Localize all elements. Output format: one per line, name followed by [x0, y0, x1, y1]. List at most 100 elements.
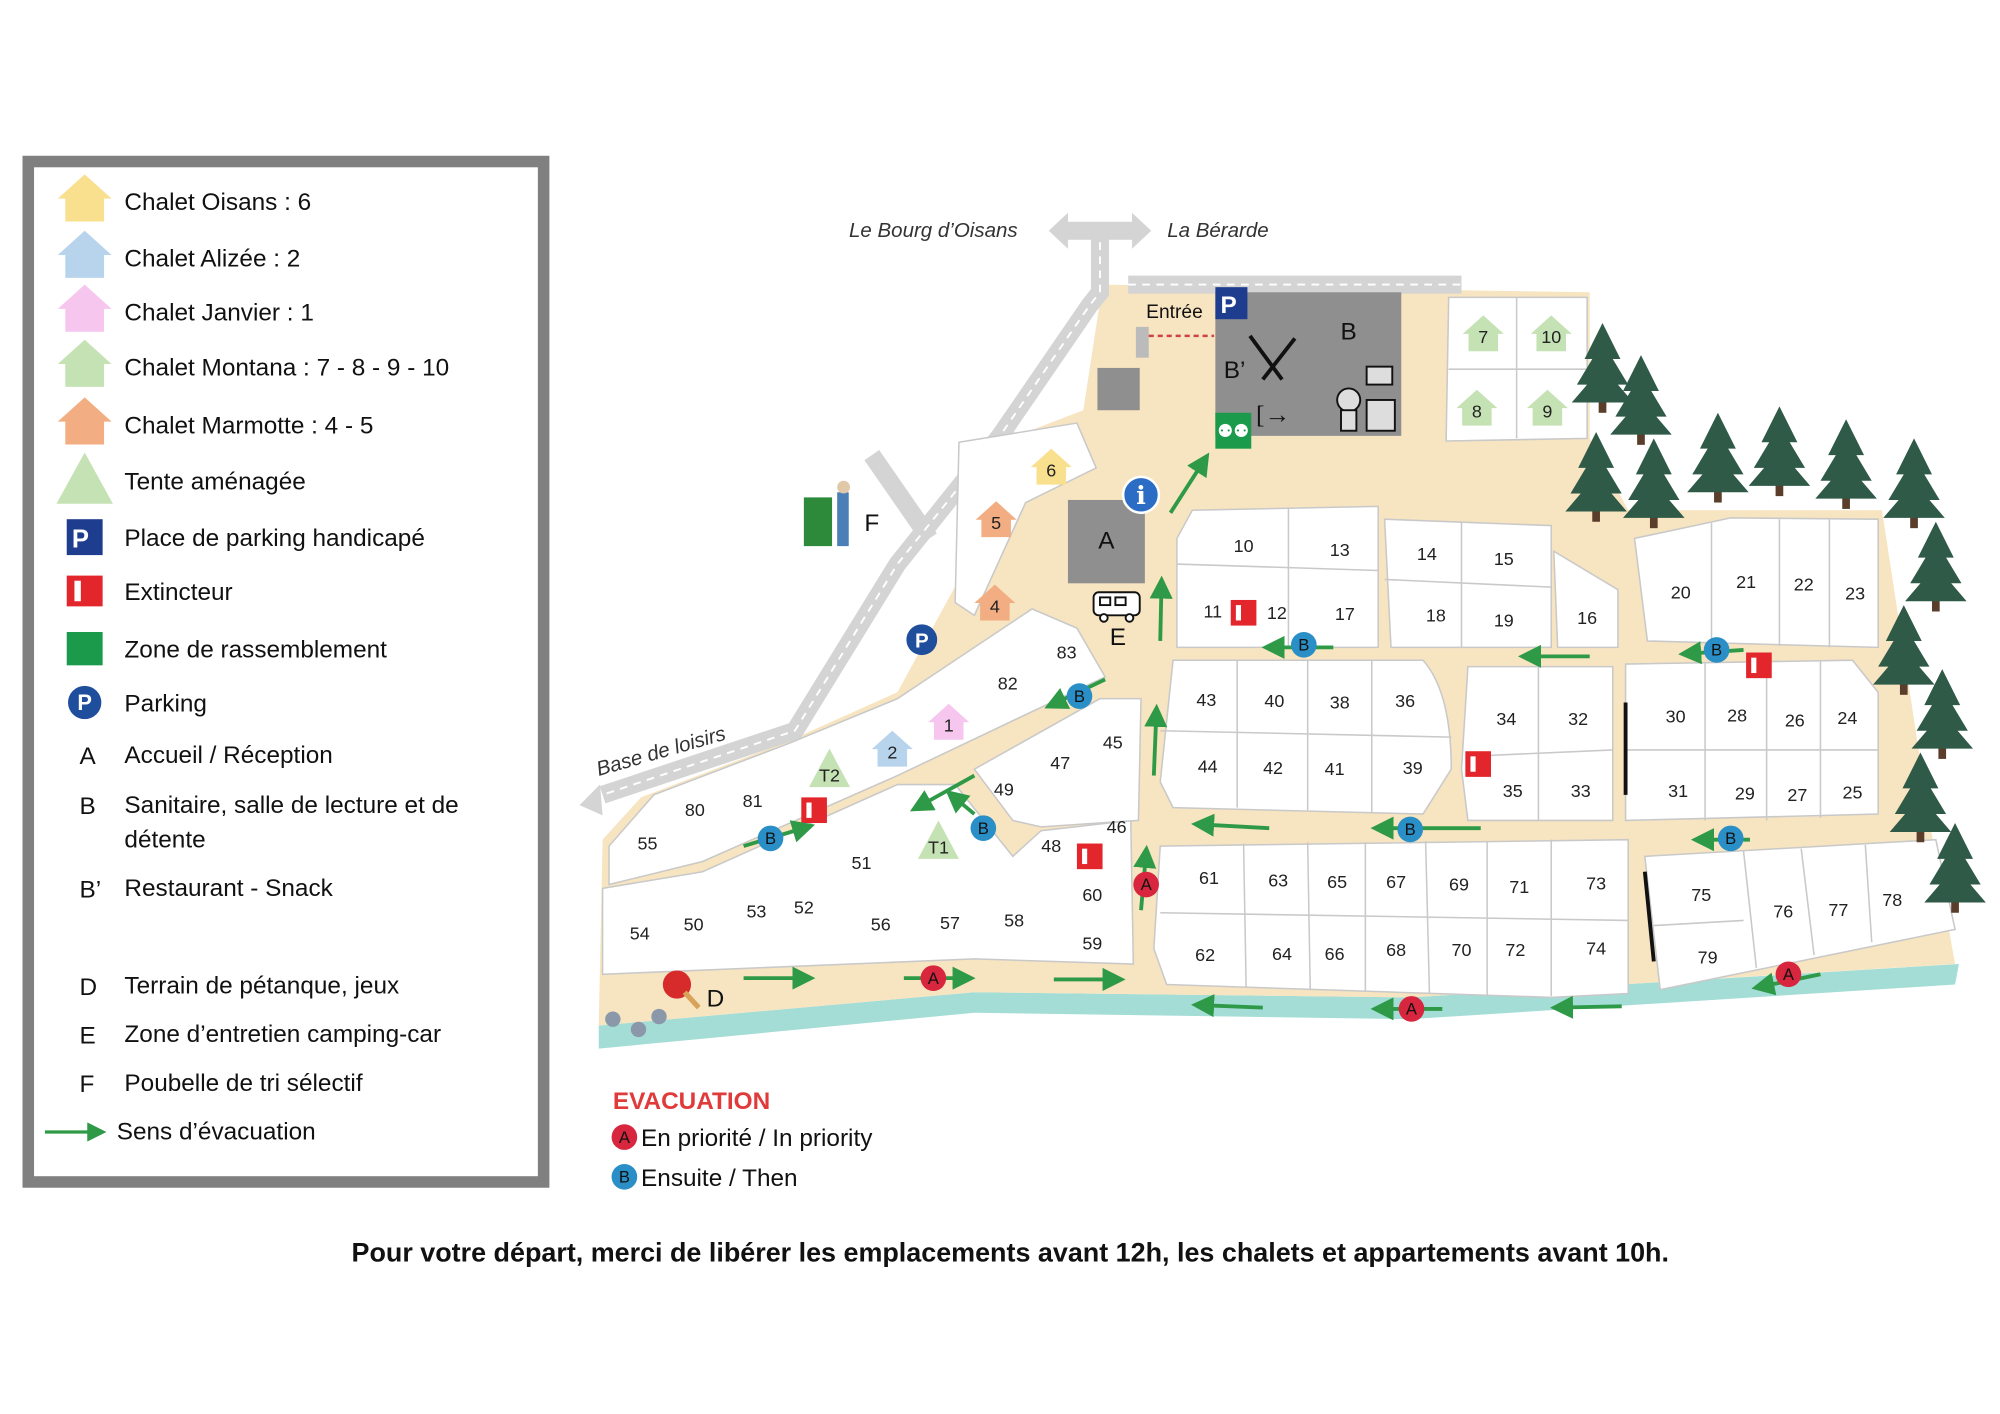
plot-36[interactable]: 36 [1395, 691, 1415, 711]
tent-icon [808, 748, 851, 788]
plot-41[interactable]: 41 [1325, 759, 1345, 779]
plot-48[interactable]: 48 [1041, 836, 1061, 856]
chalet-label: 6 [1046, 460, 1056, 480]
info-icon[interactable]: i [1121, 475, 1161, 515]
plot-19[interactable]: 19 [1494, 610, 1514, 630]
chalet-2[interactable]: 2 [871, 730, 913, 767]
plot-46[interactable]: 46 [1107, 817, 1127, 837]
plot-75[interactable]: 75 [1691, 885, 1711, 905]
plot-15[interactable]: 15 [1494, 549, 1514, 569]
legend-item-label: Accueil / Réception [124, 742, 332, 769]
chalet-5[interactable]: 5 [975, 501, 1017, 538]
plot-33[interactable]: 33 [1571, 781, 1591, 801]
plot-10[interactable]: 10 [1234, 536, 1254, 556]
plot-72[interactable]: 72 [1505, 940, 1525, 960]
plot-63[interactable]: 63 [1268, 871, 1288, 891]
leisure-direction-arrow-icon [579, 784, 603, 816]
plot-13[interactable]: 13 [1330, 540, 1350, 560]
chalet-1[interactable]: 1 [928, 703, 970, 740]
plot-82[interactable]: 82 [998, 673, 1018, 693]
plot-69[interactable]: 69 [1449, 875, 1469, 895]
plot-39[interactable]: 39 [1403, 758, 1423, 778]
plot-78[interactable]: 78 [1882, 890, 1902, 910]
plot-74[interactable]: 74 [1586, 939, 1606, 959]
plot-58[interactable]: 58 [1004, 910, 1024, 930]
parking-icon [68, 685, 102, 720]
plot-70[interactable]: 70 [1452, 940, 1472, 960]
plot-81[interactable]: 81 [743, 791, 763, 811]
chalet-T2[interactable]: T2 [808, 748, 851, 788]
chalet-8[interactable]: 8 [1456, 389, 1498, 426]
plot-34[interactable]: 34 [1496, 709, 1516, 729]
handicap-parking-icon [66, 519, 103, 556]
plot-80[interactable]: 80 [685, 800, 705, 820]
plot-38[interactable]: 38 [1330, 693, 1350, 713]
plot-23[interactable]: 23 [1845, 584, 1865, 604]
plot-27[interactable]: 27 [1787, 785, 1807, 805]
plot-52[interactable]: 52 [794, 898, 814, 918]
plot-65[interactable]: 65 [1327, 872, 1347, 892]
assembly-point-icon [66, 632, 103, 666]
plot-53[interactable]: 53 [746, 901, 766, 921]
plot-64[interactable]: 64 [1272, 944, 1292, 964]
plot-12[interactable]: 12 [1267, 603, 1287, 623]
chalet-4[interactable]: 4 [974, 584, 1016, 621]
forest [1565, 323, 1986, 913]
plot-31[interactable]: 31 [1668, 781, 1688, 801]
plot-29[interactable]: 29 [1735, 784, 1755, 804]
plot-47[interactable]: 47 [1050, 753, 1070, 773]
plot-71[interactable]: 71 [1509, 877, 1529, 897]
evacuation-route-arrow [1191, 994, 1263, 1018]
house-icon [1526, 389, 1568, 426]
tent-icon [917, 820, 959, 859]
plot-28[interactable]: 28 [1727, 705, 1747, 725]
plot-57[interactable]: 57 [940, 913, 960, 933]
plot-21[interactable]: 21 [1736, 572, 1756, 592]
plot-76[interactable]: 76 [1773, 901, 1793, 921]
plot-43[interactable]: 43 [1196, 690, 1216, 710]
chalet-T1[interactable]: T1 [917, 820, 959, 859]
legend-item: Zone de rassemblement [66, 632, 387, 666]
chalet-6[interactable]: 6 [1030, 448, 1072, 485]
plot-16[interactable]: 16 [1577, 608, 1597, 628]
plot-25[interactable]: 25 [1843, 782, 1863, 802]
plot-26[interactable]: 26 [1785, 710, 1805, 730]
chalet-10[interactable]: 10 [1530, 315, 1572, 352]
plot-20[interactable]: 20 [1671, 582, 1691, 602]
plot-49[interactable]: 49 [994, 780, 1014, 800]
plot-77[interactable]: 77 [1828, 900, 1848, 920]
plot-17[interactable]: 17 [1335, 604, 1355, 624]
petanque-games-icon [605, 970, 701, 1038]
plot-11[interactable]: 11 [1203, 602, 1222, 622]
plot-51[interactable]: 51 [852, 853, 872, 873]
plot-73[interactable]: 73 [1586, 873, 1606, 893]
plot-59[interactable]: 59 [1082, 934, 1102, 954]
plot-45[interactable]: 45 [1103, 732, 1123, 752]
plot-67[interactable]: 67 [1386, 872, 1406, 892]
plot-61[interactable]: 61 [1199, 868, 1219, 888]
svg-text:B: B [978, 819, 989, 838]
plot-79[interactable]: 79 [1698, 948, 1718, 968]
plot-42[interactable]: 42 [1263, 758, 1283, 778]
plot-24[interactable]: 24 [1837, 708, 1857, 728]
plot-18[interactable]: 18 [1426, 605, 1446, 625]
plot-54[interactable]: 54 [630, 923, 650, 943]
plot-32[interactable]: 32 [1568, 709, 1588, 729]
plot-55[interactable]: 55 [637, 834, 657, 854]
chalet-9[interactable]: 9 [1526, 389, 1568, 426]
plot-40[interactable]: 40 [1264, 691, 1284, 711]
plot-30[interactable]: 30 [1666, 707, 1686, 727]
chalet-7[interactable]: 7 [1462, 315, 1504, 352]
plot-50[interactable]: 50 [684, 914, 704, 934]
plot-22[interactable]: 22 [1794, 575, 1814, 595]
plot-66[interactable]: 66 [1325, 944, 1345, 964]
plot-14[interactable]: 14 [1417, 544, 1437, 564]
plot-83[interactable]: 83 [1057, 643, 1077, 663]
plot-68[interactable]: 68 [1386, 940, 1406, 960]
plot-56[interactable]: 56 [871, 914, 891, 934]
plot-35[interactable]: 35 [1503, 781, 1523, 801]
plot-44[interactable]: 44 [1198, 757, 1218, 777]
plot-62[interactable]: 62 [1195, 945, 1215, 965]
plot-60[interactable]: 60 [1082, 885, 1102, 905]
